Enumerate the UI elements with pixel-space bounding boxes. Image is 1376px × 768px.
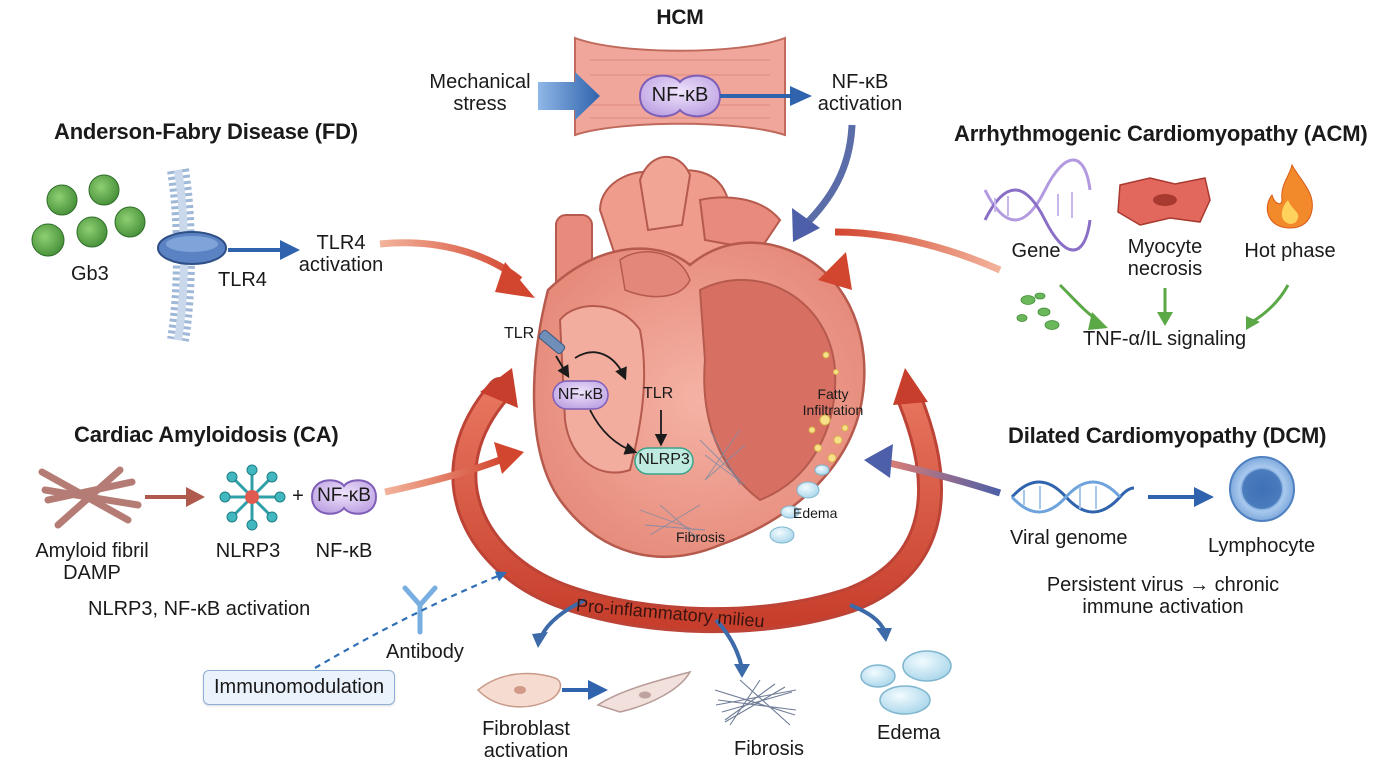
heart-nfkb-label: NF-κB xyxy=(557,386,604,403)
ca-to-heart-arrow xyxy=(384,442,524,496)
tnf-il-signaling-label: TNF-α/IL signaling xyxy=(1083,328,1247,350)
ca-nfkb-label: NF-κB xyxy=(315,540,373,562)
pro-inflammatory-ring xyxy=(451,368,943,634)
immunomodulation-dashed-arrow xyxy=(314,571,508,669)
acm-green-arrowheads xyxy=(1088,312,1260,330)
ca-nlrp3-label: NLRP3 xyxy=(215,540,281,562)
ca-nfkb-icon xyxy=(310,479,378,515)
edema-droplets-icon xyxy=(860,650,952,715)
heart-illustration xyxy=(532,155,866,558)
heart-nfkb-pill xyxy=(552,380,609,410)
lymphocyte-label: Lymphocyte xyxy=(1208,535,1316,557)
fd-title: Anderson-Fabry Disease (FD) xyxy=(54,119,358,144)
antibody-label: Antibody xyxy=(386,641,464,663)
hcm-activation-arrow xyxy=(720,86,812,106)
tlr-receptor-icon xyxy=(538,329,566,355)
dcm-to-heart-arrow xyxy=(864,444,1002,497)
milieu-outflow-heads xyxy=(532,628,892,678)
acm-title: Arrhythmogenic Cardiomyopathy (ACM) xyxy=(954,121,1368,146)
dcm-virus-arrow xyxy=(1148,487,1214,507)
heart-nlrp3-pill xyxy=(634,447,694,475)
plus-sign: + xyxy=(292,485,304,507)
dcm-title: Dilated Cardiomyopathy (DCM) xyxy=(1008,423,1327,448)
nlrp3-inflammasome-icon xyxy=(219,464,286,531)
gb3-spheres-icon xyxy=(31,174,146,257)
flame-icon xyxy=(1267,163,1313,229)
heart-tlr-label: TLR xyxy=(504,325,535,342)
fd-tlr4-arrow xyxy=(228,240,300,260)
fibroblast-arrow xyxy=(562,680,608,700)
bottom-fibrosis-label: Fibrosis xyxy=(734,738,805,760)
amyloid-fibril-icon xyxy=(38,466,142,529)
immunomodulation-box: Immunomodulation xyxy=(203,670,396,705)
nlrp3-nfkb-activation-label: NLRP3, NF-κB activation xyxy=(88,598,311,620)
antibody-icon xyxy=(402,585,438,635)
myocyte-necrosis-icon xyxy=(1117,177,1211,226)
heart-nlrp3-label: NLRP3 xyxy=(638,451,690,468)
heart-edema-label: Edema xyxy=(793,505,838,521)
heart-pathway-arrows xyxy=(555,351,668,455)
cell-membrane-icon xyxy=(157,168,227,342)
necrotic-debris-icon xyxy=(1016,292,1060,330)
hcm-myocyte-cell xyxy=(574,36,786,137)
ca-title: Cardiac Amyloidosis (CA) xyxy=(74,422,339,447)
hcm-nfkb-label: NF-κB xyxy=(651,84,709,106)
ca-fibril-arrow xyxy=(145,487,205,507)
hcm-to-heart-arrow xyxy=(792,124,856,242)
hcm-stress-arrow xyxy=(538,72,600,120)
tlr4-label: TLR4 xyxy=(218,269,267,291)
gb3-label: Gb3 xyxy=(71,263,109,285)
heart-fibrosis-label: Fibrosis xyxy=(676,529,726,545)
viral-genome-icon xyxy=(1010,480,1135,514)
fibroblast-icon xyxy=(476,670,692,713)
gene-label: Gene xyxy=(1011,240,1061,262)
heart-tlr-mid-label: TLR xyxy=(643,385,674,402)
fibrosis-mesh-icon xyxy=(714,679,797,726)
hot-phase-label: Hot phase xyxy=(1244,240,1336,262)
hcm-title: HCM xyxy=(656,6,704,29)
viral-genome-label: Viral genome xyxy=(1010,527,1128,549)
fd-to-heart-arrow xyxy=(379,239,535,298)
lymphocyte-icon xyxy=(1229,456,1295,522)
bottom-edema-label: Edema xyxy=(877,722,941,744)
ca-nfkb-icon-label: NF-κB xyxy=(317,485,371,506)
dna-helix-icon xyxy=(983,158,1092,252)
acm-to-heart-arrow xyxy=(818,228,1002,290)
